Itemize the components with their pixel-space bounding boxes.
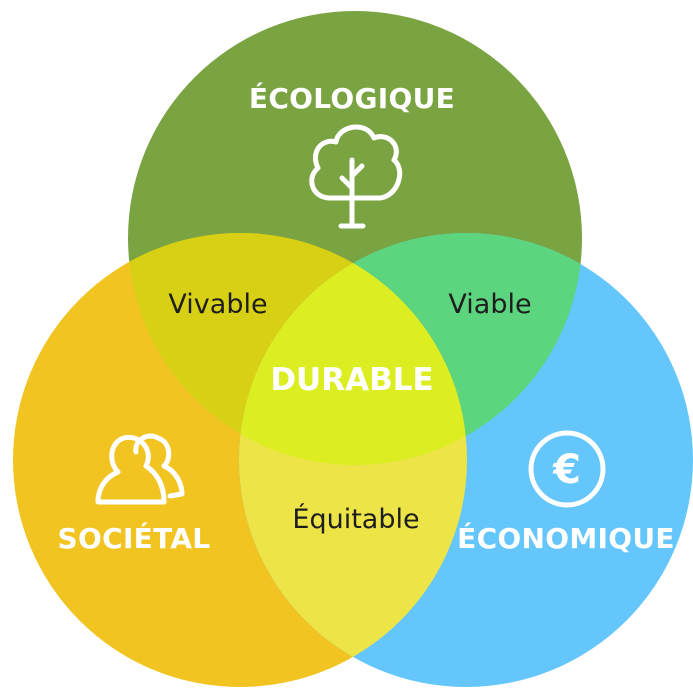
label-ecologique: ÉCOLOGIQUE [249, 81, 455, 115]
svg-text:€: € [552, 447, 581, 493]
label-viable: Viable [448, 289, 531, 320]
label-equitable: Équitable [292, 503, 419, 535]
euro-icon: € [528, 430, 606, 508]
label-durable: DURABLE [270, 362, 433, 398]
label-societal: SOCIÉTAL [58, 521, 211, 555]
label-vivable: Vivable [168, 289, 267, 320]
people-icon [95, 433, 185, 505]
label-economique: ÉCONOMIQUE [457, 521, 675, 555]
tree-icon [309, 124, 403, 229]
